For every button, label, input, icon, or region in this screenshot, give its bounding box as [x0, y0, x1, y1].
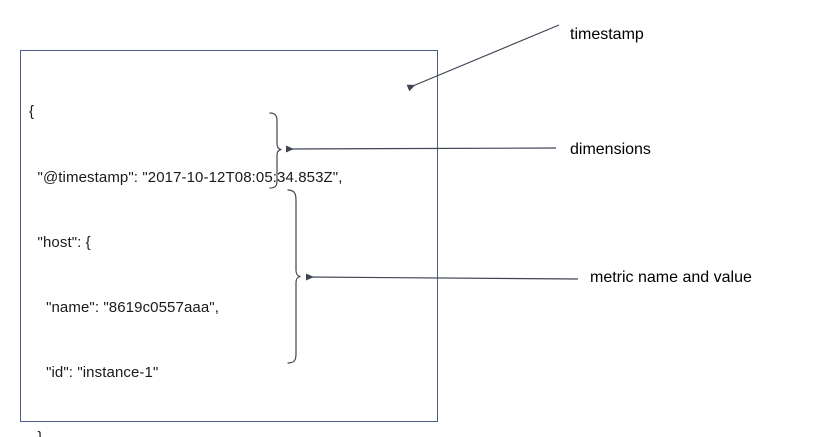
- json-line-host-name: "name": "8619c0557aaa",: [29, 298, 219, 316]
- json-code-block: { "@timestamp": "2017-10-12T08:05:34.853…: [29, 58, 342, 437]
- json-document-box: { "@timestamp": "2017-10-12T08:05:34.853…: [20, 50, 438, 437]
- json-line: {: [29, 103, 35, 121]
- annotation-label-metric: metric name and value: [590, 269, 752, 286]
- annotation-label-timestamp: timestamp: [570, 26, 644, 43]
- annotation-label-dimensions: dimensions: [570, 141, 651, 158]
- json-line-host-open: "host": {: [29, 233, 91, 251]
- json-line-timestamp: "@timestamp": "2017-10-12T08:05:34.853Z"…: [29, 168, 343, 186]
- json-line-host-id: "id": "instance-1": [29, 363, 159, 381]
- json-line-host-close: },: [29, 427, 342, 437]
